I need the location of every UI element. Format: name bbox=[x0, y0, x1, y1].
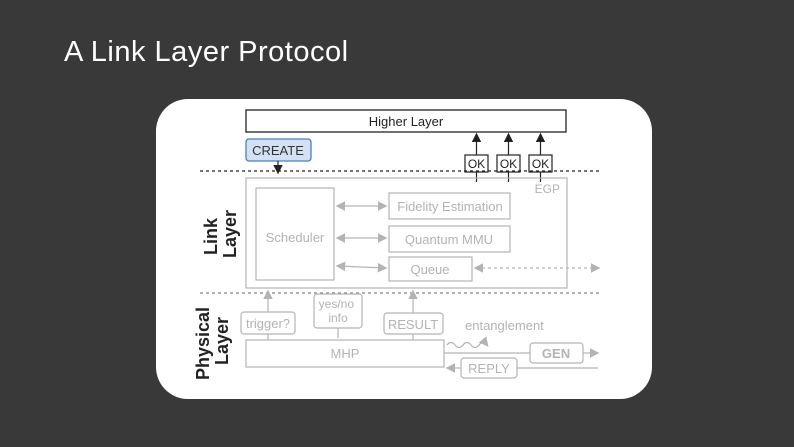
entanglement-label: entanglement bbox=[465, 318, 544, 333]
ok-box-3: OK bbox=[528, 132, 553, 182]
fidelity-estimation-label: Fidelity Estimation bbox=[397, 199, 502, 214]
egp-container bbox=[245, 177, 568, 289]
queue-label: Queue bbox=[410, 262, 449, 277]
ok-label-1: OK bbox=[468, 157, 485, 171]
quantum-mmu-box bbox=[388, 225, 511, 253]
queue-box bbox=[388, 256, 473, 282]
egp-label: EGP bbox=[535, 182, 560, 196]
diagram-panel: Higher Layer CREATE OK OK OK Link Layer … bbox=[156, 99, 652, 399]
ok-label-3: OK bbox=[532, 157, 549, 171]
ok-box-2: OK bbox=[496, 132, 521, 182]
yes-no-info-label: yes/no info bbox=[319, 297, 358, 325]
ok-box-1: OK bbox=[464, 132, 489, 182]
arrow-scheduler-queue bbox=[335, 261, 388, 273]
create-label: CREATE bbox=[252, 143, 304, 158]
ok-label-2: OK bbox=[500, 157, 517, 171]
mhp-box bbox=[245, 339, 445, 368]
physical-layer-label: Physical Layer bbox=[193, 302, 232, 380]
scheduler-box bbox=[255, 187, 335, 281]
quantum-mmu-label: Quantum MMU bbox=[405, 232, 493, 247]
link-layer-label: Link Layer bbox=[201, 210, 240, 258]
result-label: RESULT bbox=[388, 317, 438, 332]
fidelity-estimation-box bbox=[388, 192, 511, 220]
entanglement-wave bbox=[446, 336, 489, 349]
mhp-label: MHP bbox=[331, 346, 360, 361]
trigger-label: trigger? bbox=[246, 316, 290, 331]
gen-label: GEN bbox=[542, 346, 570, 361]
higher-layer-box bbox=[245, 109, 567, 133]
reply-label: REPLY bbox=[468, 361, 510, 376]
slide-title: A Link Layer Protocol bbox=[64, 36, 349, 68]
diagram-canvas: Higher Layer CREATE OK OK OK Link Layer … bbox=[193, 109, 601, 380]
higher-layer-label: Higher Layer bbox=[369, 114, 444, 129]
scheduler-label: Scheduler bbox=[266, 230, 325, 245]
